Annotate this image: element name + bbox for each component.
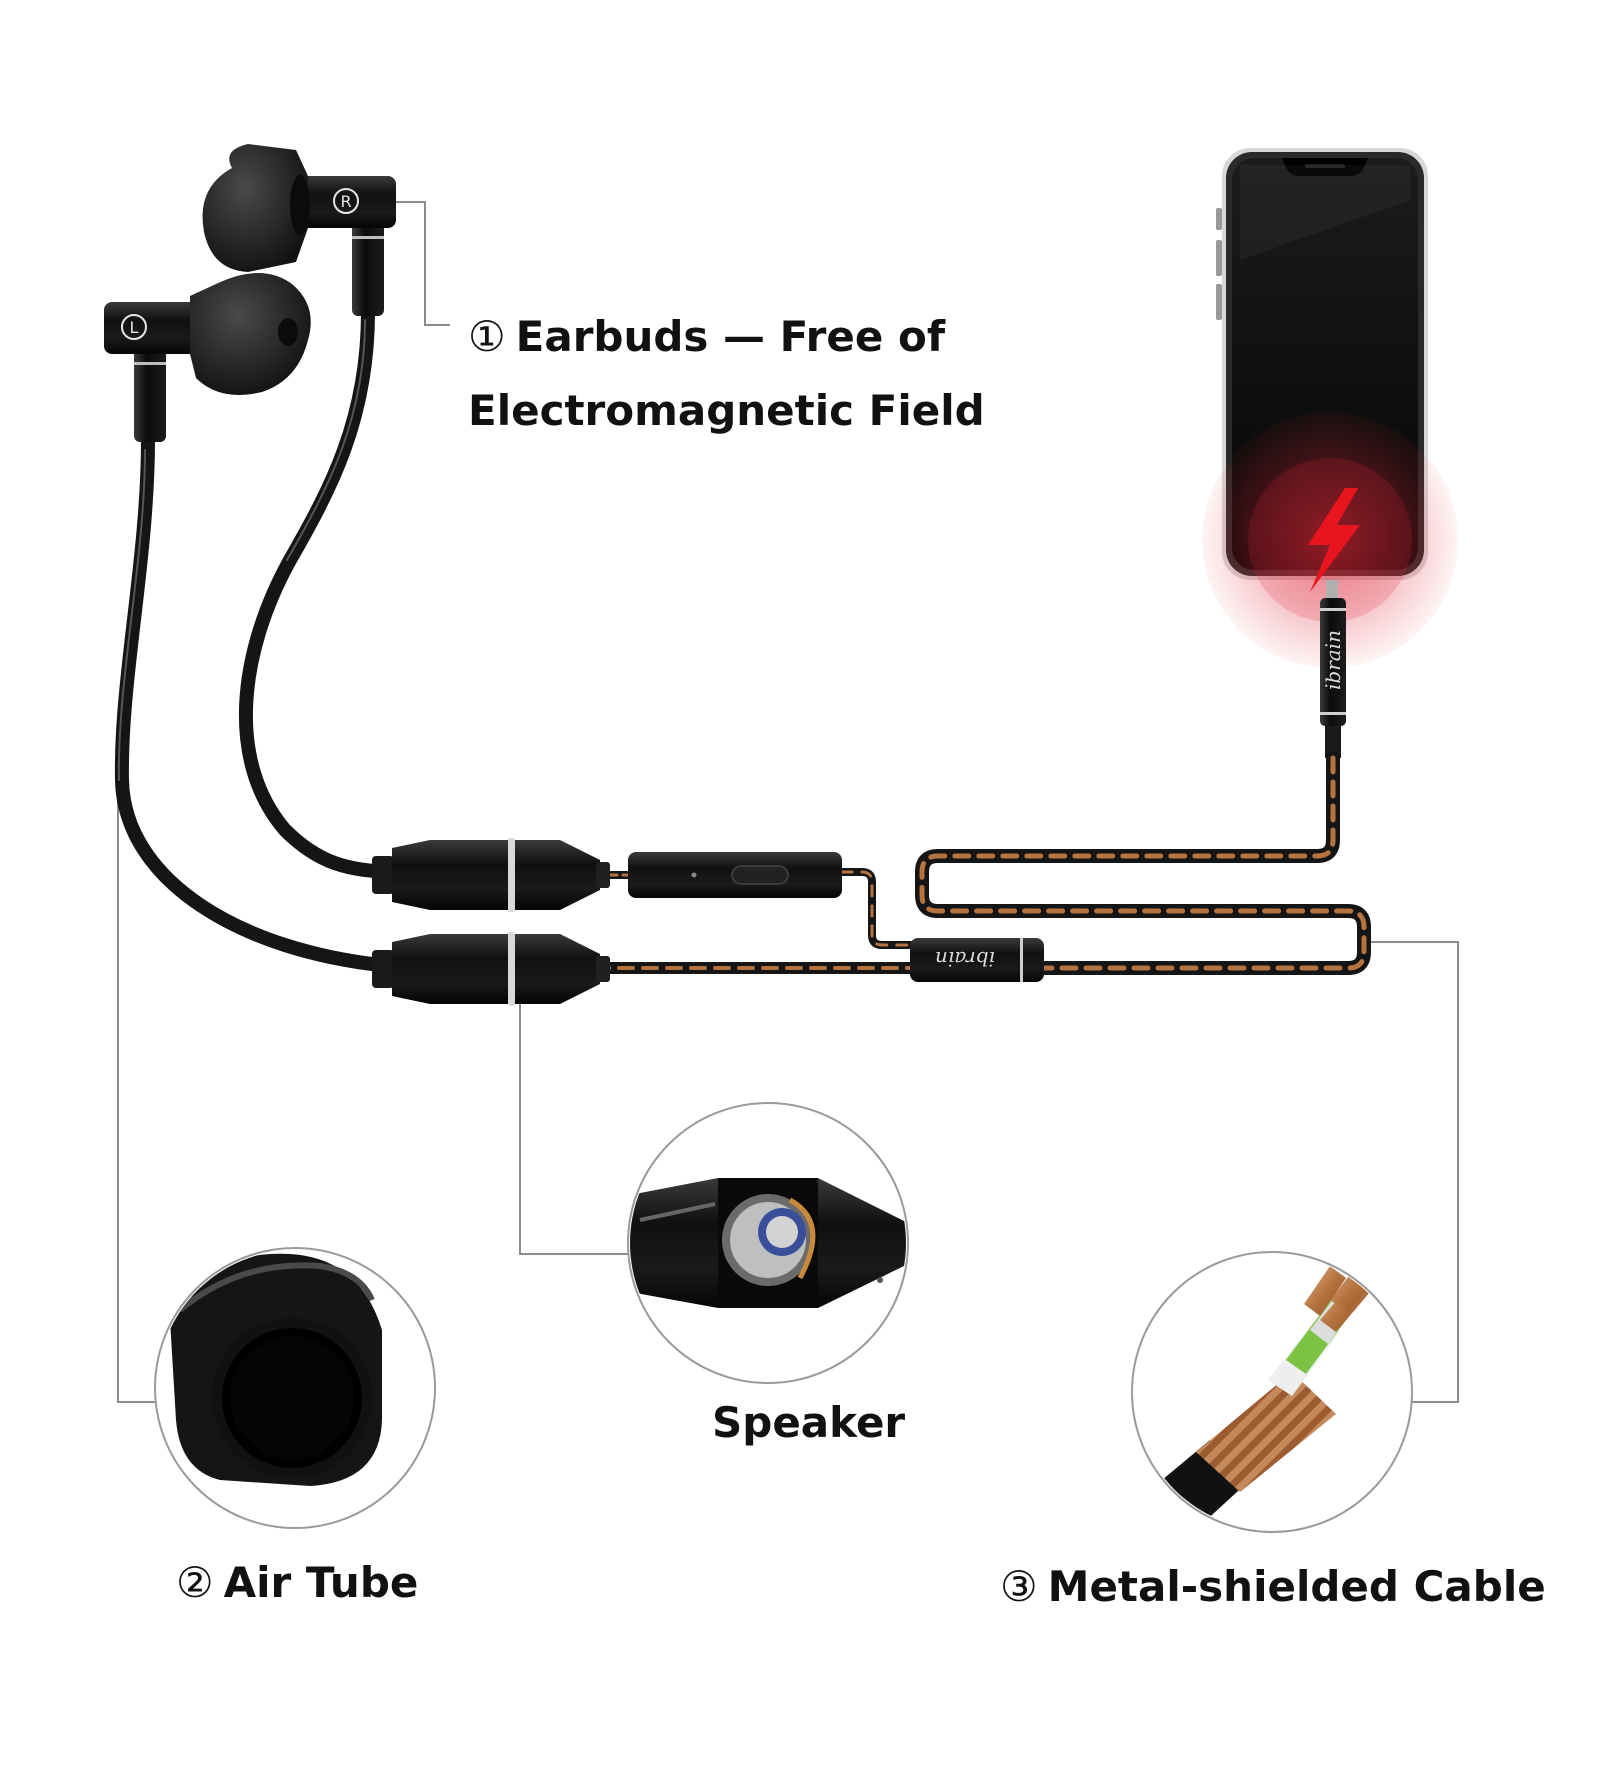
speaker-leader-line <box>519 1000 630 1255</box>
cable-splitter: ibrain <box>910 938 1044 982</box>
speaker-pod-left <box>372 932 610 1006</box>
braided-cable-outer <box>915 751 1371 975</box>
lightning-bolt-icon <box>1308 488 1360 592</box>
right-mark-icon <box>333 188 359 214</box>
phone-plug: ibrain <box>1320 580 1346 758</box>
cable-assembly <box>114 305 1371 975</box>
braided-cable-copper <box>919 755 1367 971</box>
airtube-leader-line <box>117 762 160 1403</box>
cable-number: ③ <box>1000 1562 1038 1611</box>
speaker-label-text: Speaker <box>712 1398 906 1447</box>
plug-brand-text: ibrain <box>1321 630 1345 690</box>
airtube-label-text: Air Tube <box>223 1558 419 1607</box>
earbuds-title-line2: Electromagnetic Field <box>468 386 985 435</box>
earbud-left: L <box>104 273 311 442</box>
speaker-pod-right <box>372 838 610 912</box>
leader-lines <box>117 201 1459 1403</box>
airtube-detail-circle <box>154 1247 436 1529</box>
left-mark-text: L <box>130 318 139 337</box>
splitter-brand-text: ibrain <box>935 947 995 971</box>
earbuds-leader-line <box>393 201 450 326</box>
right-mark-text: R <box>340 192 351 211</box>
earbuds-title-line1: Earbuds — Free of <box>515 312 946 361</box>
mic-to-splitter-cable <box>838 868 916 949</box>
speaker-label: Speaker <box>712 1398 905 1447</box>
airtube-number: ② <box>176 1558 214 1607</box>
cable-label-text: Metal-shielded Cable <box>1047 1562 1546 1611</box>
speaker-detail-circle <box>627 1102 909 1384</box>
inline-remote <box>628 852 842 898</box>
left-mark-icon <box>121 314 147 340</box>
cable-detail-circle <box>1131 1251 1413 1533</box>
air-tube-right <box>238 305 397 879</box>
earbud-right: R <box>202 144 396 316</box>
air-tube-left <box>114 433 397 973</box>
cable-leader-line <box>1362 941 1459 1403</box>
earbuds-number: ① <box>468 312 506 361</box>
